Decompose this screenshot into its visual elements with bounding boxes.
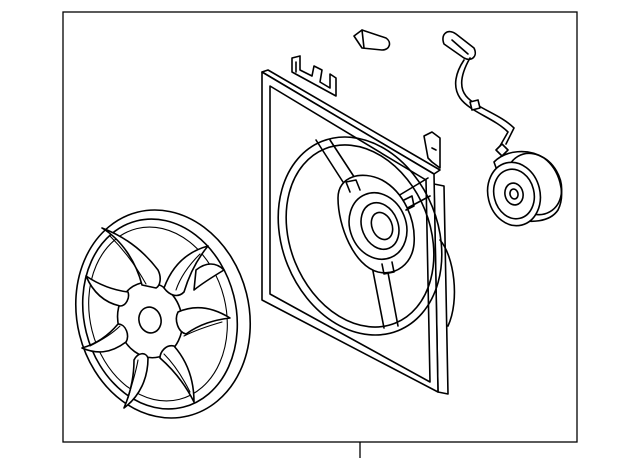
retaining-clip bbox=[353, 29, 391, 51]
fan-shroud bbox=[261, 55, 456, 395]
fan-blade bbox=[74, 209, 252, 419]
diagram-frame bbox=[62, 11, 578, 443]
motor-wiring-harness bbox=[442, 30, 515, 147]
fan-motor bbox=[486, 143, 563, 227]
